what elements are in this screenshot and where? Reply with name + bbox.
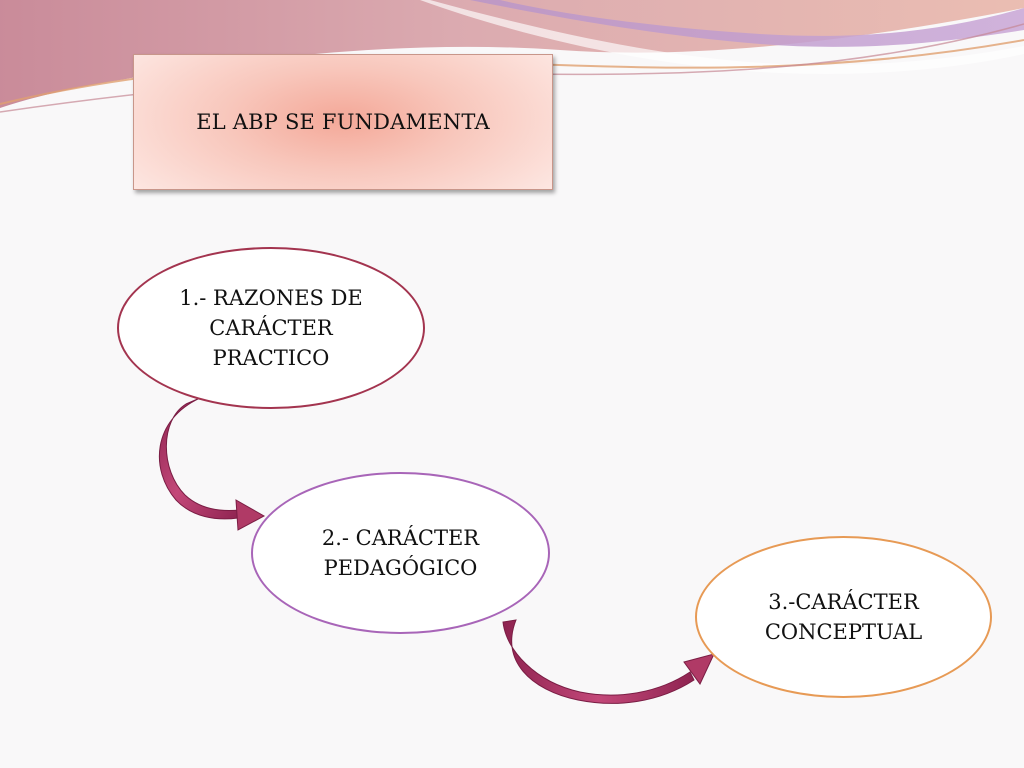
arrow-1-head bbox=[235, 499, 266, 531]
node-1-label: 1.- RAZONES DE CARÁCTER PRACTICO bbox=[179, 283, 363, 373]
node-2-line-1: 2.- CARÁCTER bbox=[321, 526, 480, 550]
node-1-line-1: 1.- RAZONES DE bbox=[179, 286, 363, 310]
wave-band-lilac bbox=[470, 0, 1024, 47]
arrow-1-body bbox=[158, 397, 241, 520]
node-1-line-3: PRACTICO bbox=[212, 346, 330, 370]
node-1-practical: 1.- RAZONES DE CARÁCTER PRACTICO bbox=[117, 247, 425, 409]
node-2-line-2: PEDAGÓGICO bbox=[323, 556, 478, 580]
node-3-conceptual: 3.-CARÁCTER CONCEPTUAL bbox=[695, 536, 992, 698]
arrow-1-to-2 bbox=[158, 397, 266, 531]
node-1-line-2: CARÁCTER bbox=[209, 316, 333, 340]
node-3-line-1: 3.-CARÁCTER bbox=[768, 590, 919, 614]
title-text: EL ABP SE FUNDAMENTA bbox=[196, 110, 490, 134]
arrow-2-head bbox=[683, 653, 715, 685]
arrow-2-to-3 bbox=[502, 619, 715, 704]
wave-band-top bbox=[0, 0, 1024, 108]
arrow-2-body bbox=[502, 619, 695, 704]
node-2-label: 2.- CARÁCTER PEDAGÓGICO bbox=[322, 523, 479, 583]
title-box: EL ABP SE FUNDAMENTA bbox=[133, 54, 553, 190]
node-2-pedagogical: 2.- CARÁCTER PEDAGÓGICO bbox=[251, 472, 550, 634]
node-3-label: 3.-CARÁCTER CONCEPTUAL bbox=[765, 587, 922, 647]
node-3-line-2: CONCEPTUAL bbox=[764, 620, 923, 644]
